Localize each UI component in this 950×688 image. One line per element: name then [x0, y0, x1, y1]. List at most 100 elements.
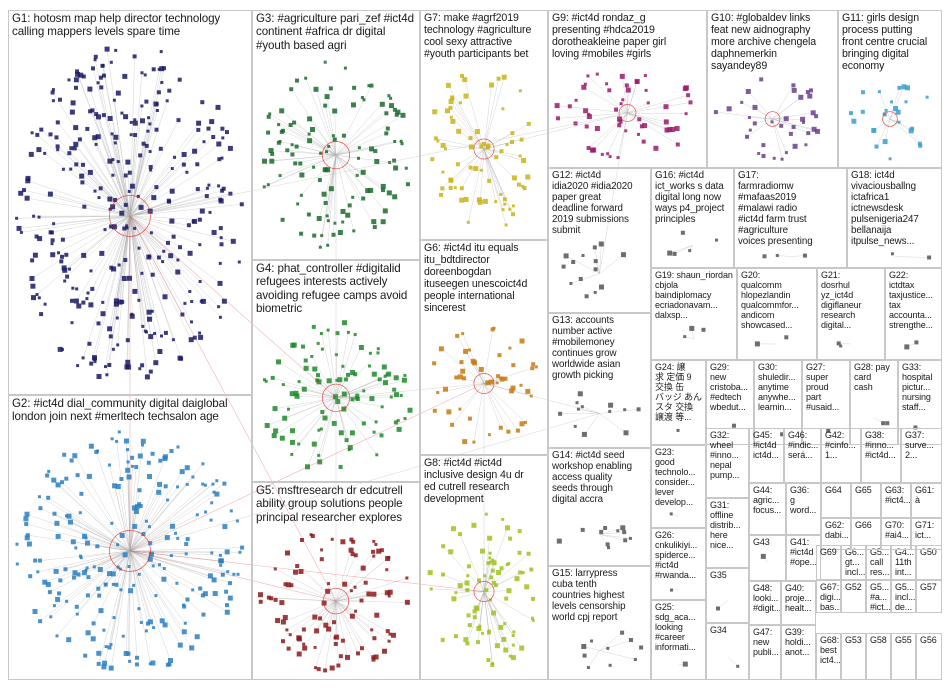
- node-g1: [211, 135, 216, 139]
- group-box-g10[interactable]: G10: #globaldev links feat new aidnograp…: [707, 10, 838, 168]
- group-box-g19[interactable]: G19: shaun_riordan cbjola baindiplomacy …: [651, 268, 737, 360]
- group-box-g28[interactable]: G28: pay card cash: [850, 360, 898, 445]
- node-g2: [51, 477, 57, 483]
- group-box-g45[interactable]: G45: #ict4d ict4d...: [749, 428, 784, 483]
- group-box-g57[interactable]: G57: [916, 580, 942, 613]
- node-g1: [149, 168, 153, 172]
- group-box-g36[interactable]: G36: g word...: [786, 483, 821, 535]
- group-box-g14[interactable]: G14: #ict4d seed workshop enabling acces…: [548, 448, 651, 566]
- group-box-g40[interactable]: G40: proje... healt...: [781, 581, 816, 625]
- node-g4: [263, 378, 266, 382]
- group-box-g39[interactable]: G39: holdi... anot...: [781, 625, 816, 680]
- group-box-g13[interactable]: G13: accounts number active #mobilemoney…: [548, 313, 651, 448]
- group-box-g11[interactable]: G11: girls design process putting front …: [838, 10, 942, 168]
- group-box-g22[interactable]: G22: ictdtax taxjustice... tax accounta.…: [885, 268, 942, 360]
- group-box-g12[interactable]: G12: #ict4d idia2020 #idia2020 paper gre…: [548, 168, 651, 313]
- group-box-g69[interactable]: G69: [816, 545, 841, 580]
- node-g1: [183, 301, 187, 305]
- group-box-g46[interactable]: G46: #indic... será...: [784, 428, 821, 483]
- group-box-g63[interactable]: G63: #ict4...: [881, 483, 911, 518]
- group-box-g9[interactable]: G9: #ict4d rondaz_g presenting #hdca2019…: [548, 10, 707, 168]
- group-box-g71[interactable]: G71: ict...: [911, 518, 942, 550]
- node-g5: [371, 655, 376, 660]
- group-box-g7[interactable]: G7: make #agrf2019 technology #agricultu…: [420, 10, 548, 240]
- node-g6: [436, 391, 440, 394]
- group-box-g4[interactable]: G4: phat_controller #digitalid refugees …: [252, 260, 420, 482]
- group-box-g62[interactable]: G62: dabi...: [821, 518, 851, 550]
- group-label-g2: G2: #ict4d dial_community digital daiglo…: [12, 397, 228, 424]
- group-box-g48[interactable]: G48: looki... #digit...: [749, 581, 781, 625]
- cluster-edge-g9: [622, 76, 628, 114]
- group-box-g68[interactable]: G68: best ict4...: [816, 633, 841, 680]
- cluster-edge-g7: [483, 148, 496, 202]
- group-box-g32[interactable]: G32: wheel #inno... nepal pump...: [706, 428, 749, 498]
- group-box-g15[interactable]: G15: larrypress cuba tenth countries hig…: [548, 566, 651, 680]
- group-box-g25[interactable]: G25: sdg_aca... looking #career informat…: [651, 600, 706, 680]
- group-box-g60[interactable]: G6... gt... incl...: [841, 545, 866, 580]
- group-box-g44[interactable]: G44: agric... focus...: [749, 483, 786, 535]
- group-box-g1[interactable]: G1: hotosm map help director technology …: [8, 10, 252, 395]
- group-box-g56[interactable]: G56: [916, 633, 942, 680]
- group-box-g2[interactable]: G2: #ict4d dial_community digital daiglo…: [8, 395, 252, 680]
- group-box-g38[interactable]: G38: #inno... #ict4d...: [861, 428, 901, 483]
- node-g2: [137, 488, 142, 493]
- node-g8: [494, 643, 500, 649]
- node-g8: [499, 566, 504, 571]
- cluster-edge-g13: [582, 406, 600, 414]
- group-box-g54[interactable]: G5... #a... #ict...: [866, 580, 891, 613]
- group-box-g5[interactable]: G5: msftresearch dr edcutrell ability gr…: [252, 482, 420, 680]
- group-box-g67[interactable]: G67: digi... bas...: [816, 580, 841, 613]
- group-box-g23[interactable]: G23: good technolo... consider... lever …: [651, 445, 706, 528]
- group-box-g58[interactable]: G58: [866, 633, 891, 680]
- node-g4: [338, 465, 343, 469]
- group-box-g8[interactable]: G8: #ict4d #ict4d inclusive design 4u dr…: [420, 455, 548, 680]
- group-box-g66[interactable]: G66: [851, 518, 881, 550]
- group-box-g49[interactable]: G4... 11th int...: [891, 545, 916, 580]
- node-g7: [468, 144, 474, 150]
- group-box-g21[interactable]: G21: dosrhul yz_ict4d digiflaneur resear…: [817, 268, 885, 360]
- group-box-g37[interactable]: G37: surve... 2...: [901, 428, 942, 483]
- node-g2: [165, 662, 170, 667]
- group-box-g55[interactable]: G55: [891, 633, 916, 680]
- node-g4: [326, 378, 332, 384]
- node-g1: [148, 369, 153, 374]
- group-box-g29[interactable]: G29: new cristoba... #edtech wbedut...: [706, 360, 754, 445]
- group-box-g6[interactable]: G6: #ict4d itu equals itu_bdtdirector do…: [420, 240, 548, 455]
- group-box-g41[interactable]: G41: #ict4d #ope...: [786, 535, 821, 581]
- cluster-edge-g11: [876, 118, 891, 147]
- group-box-g50[interactable]: G50: [916, 545, 942, 580]
- group-box-g61[interactable]: G61: à: [911, 483, 942, 518]
- node-g5: [295, 564, 300, 568]
- node-g8: [517, 529, 522, 534]
- group-box-g33[interactable]: G33: hospital pictur... nursing staff...: [898, 360, 942, 445]
- group-box-g52[interactable]: G52: [841, 580, 866, 613]
- group-box-g35[interactable]: G35: [706, 568, 749, 623]
- cluster-edge-g4: [307, 397, 337, 467]
- node-g2: [148, 525, 151, 529]
- group-box-g65[interactable]: G65: [851, 483, 881, 518]
- group-box-g30[interactable]: G30: shuledir... anytime anywhe... learn…: [754, 360, 802, 445]
- cluster-edge-g1: [57, 146, 131, 217]
- node-g1: [47, 191, 53, 197]
- group-box-g24[interactable]: G24: 譲 求 定価 9 交換 缶 バッジ あん スタ 交換 譲渡 等...: [651, 360, 706, 445]
- group-box-g43[interactable]: G43: [749, 535, 786, 581]
- group-box-g26[interactable]: G26: cnkulikiyi... spiderce... #ict4d #r…: [651, 528, 706, 600]
- group-box-g16[interactable]: G16: #ict4d ict_works s data digital lon…: [651, 168, 734, 268]
- group-box-g20[interactable]: G20: qualcomm hlopezlandin qualcommfor..…: [737, 268, 817, 360]
- group-box-g70[interactable]: G70: #ai4...: [881, 518, 911, 550]
- group-box-g47[interactable]: G47: new publi...: [749, 625, 781, 680]
- group-box-g59[interactable]: G5... incl... de...: [891, 580, 916, 613]
- group-box-g31[interactable]: G31: offline distrib... here nice...: [706, 498, 749, 568]
- group-box-g18[interactable]: G18: ict4d vivaciousballng ictafrica1 ic…: [847, 168, 942, 268]
- group-box-g64[interactable]: G64: [821, 483, 851, 518]
- group-box-g3[interactable]: G3: #agriculture pari_zef #ict4d contine…: [252, 10, 420, 260]
- node-g4: [368, 351, 372, 355]
- group-box-g17[interactable]: G17: farmradiomw #mafaas2019 #malawi rad…: [734, 168, 847, 268]
- node-g1: [107, 363, 112, 367]
- group-box-g53[interactable]: G53: [841, 633, 866, 680]
- group-box-g34[interactable]: G34: [706, 623, 749, 680]
- node-g4: [376, 351, 380, 355]
- group-box-g42[interactable]: G42: #cinfo... 1...: [821, 428, 861, 483]
- group-box-g27[interactable]: G27: super proud part #usaid...: [802, 360, 850, 445]
- group-box-g51[interactable]: G5... call res...: [866, 545, 891, 580]
